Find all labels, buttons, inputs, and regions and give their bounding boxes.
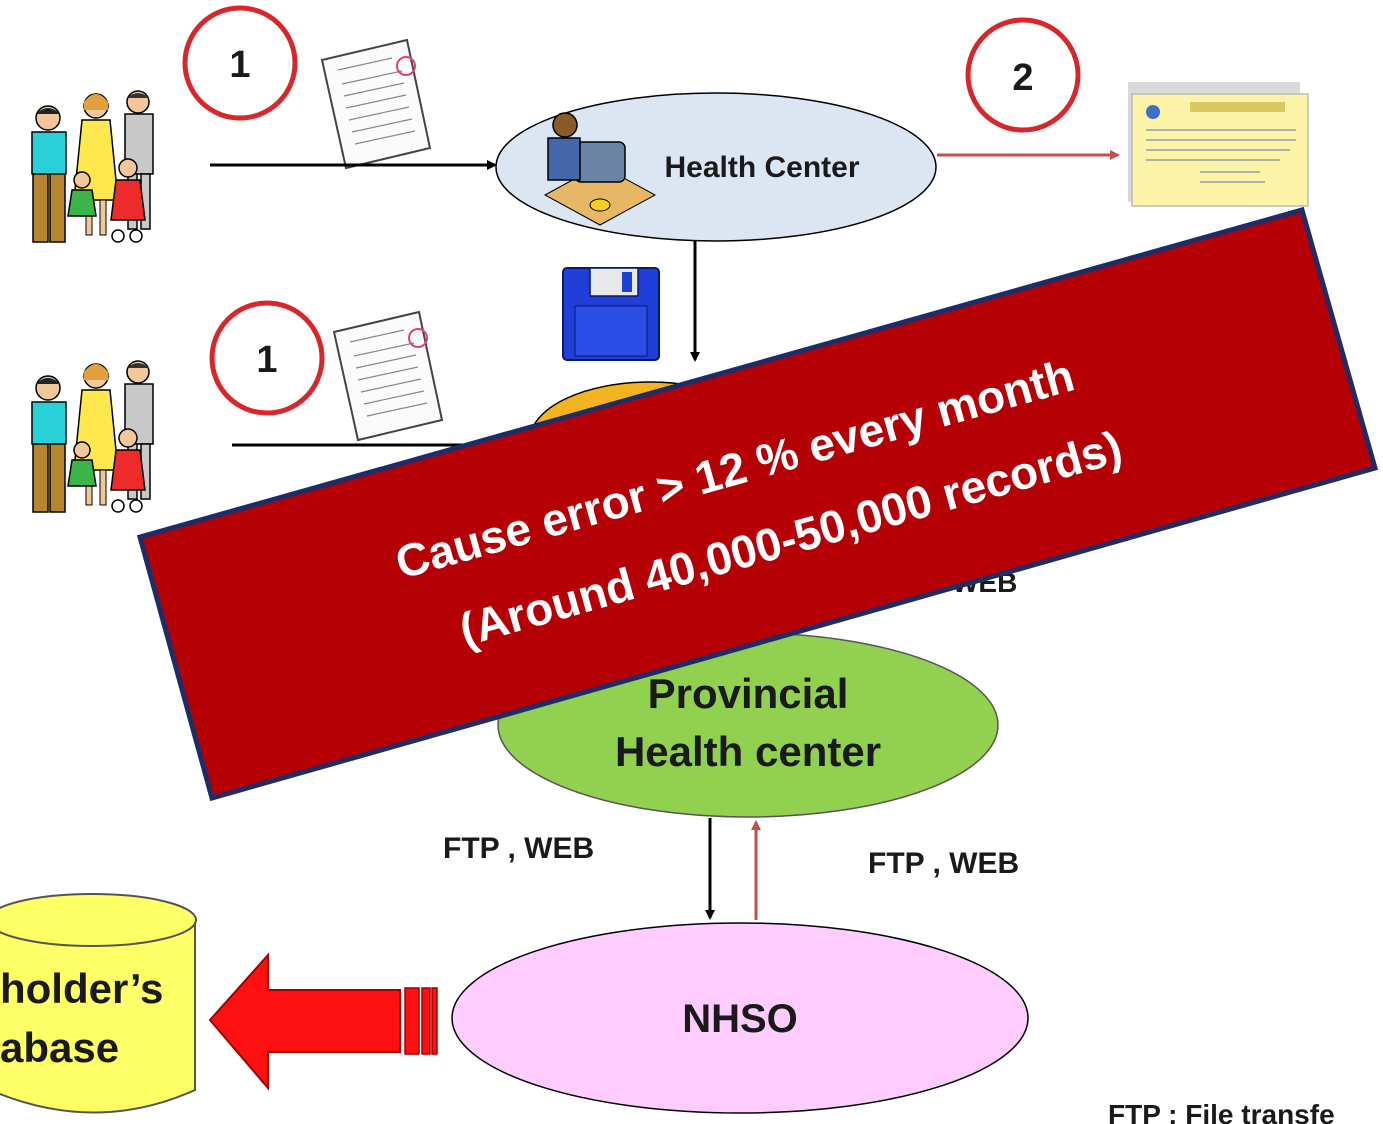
edge-label-ftp-web-right: FTP , WEB (868, 847, 1019, 880)
nhso-label: NHSO (682, 997, 798, 1041)
provincial-label-line2: Health center (615, 728, 881, 775)
database-label-line2: abase (0, 1024, 119, 1071)
family-icon (31, 90, 154, 243)
family-icon (31, 360, 154, 513)
id-card-icon (1128, 82, 1309, 207)
step-badge-middle: 1 (212, 303, 322, 413)
svg-text:1: 1 (229, 44, 250, 86)
officer-computer-icon (543, 112, 657, 226)
svg-text:2: 2 (1012, 57, 1033, 99)
health-center-label: Health Center (664, 151, 859, 184)
floppy-disk-icon (562, 267, 660, 361)
nhso-node (451, 922, 1029, 1114)
database-label-line1: holder’s (0, 965, 163, 1012)
error-banner-background (136, 206, 1379, 802)
error-banner: Cause error > 12 % every month (Around 4… (136, 206, 1379, 802)
database-cylinder-icon (0, 893, 197, 1114)
svg-text:1: 1 (256, 339, 277, 381)
document-icon (321, 39, 431, 169)
provincial-label-line1: Provincial (648, 670, 849, 717)
edge-label-ftp-web-left: FTP , WEB (443, 832, 594, 865)
step-badge-top: 1 (185, 8, 295, 118)
document-icon (333, 311, 443, 441)
large-left-arrow-icon (208, 952, 438, 1091)
footer-note: FTP : File transfe (1108, 1099, 1335, 1124)
step-badge-right: 2 (968, 20, 1078, 130)
